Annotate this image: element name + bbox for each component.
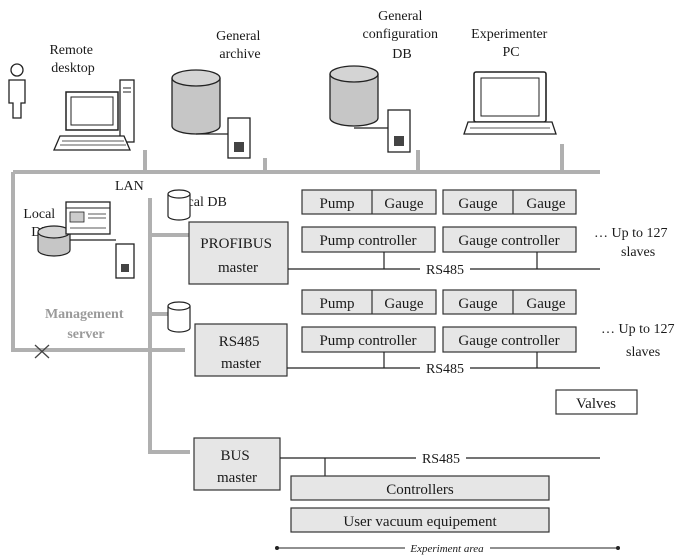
profibus-master-box: PROFIBUS master xyxy=(188,221,289,285)
rs485-label-1: RS485 xyxy=(426,263,464,278)
gauge-controller-box-1: Gauge controller xyxy=(442,226,577,253)
slaves-note-1: … Up to 127 slaves xyxy=(594,226,671,260)
svg-text:Pump controller: Pump controller xyxy=(319,233,416,249)
svg-text:Gauge: Gauge xyxy=(458,196,497,212)
svg-text:Valves: Valves xyxy=(576,396,616,412)
controllers-box: Controllers xyxy=(290,475,550,501)
pump-controller-box-1: Pump controller xyxy=(301,226,436,253)
config-server-icon xyxy=(354,109,411,153)
rs485-bus-1: RS485 xyxy=(288,252,600,278)
svg-text:Gauge: Gauge xyxy=(526,196,565,212)
desktop-computer-icon xyxy=(53,79,135,151)
svg-text:Gauge controller: Gauge controller xyxy=(458,333,559,349)
svg-text:RS485 master: RS485 master xyxy=(219,334,264,372)
archive-server-icon xyxy=(196,117,251,159)
rs485-label-2: RS485 xyxy=(426,362,464,377)
gauge-gauge-group-1: Gauge Gauge xyxy=(442,189,577,215)
local-db-left-icon xyxy=(37,225,71,257)
remote-desktop-label: Remote desktop xyxy=(49,43,96,76)
local-db-rs485-icon xyxy=(167,301,191,333)
gauge-controller-box-2: Gauge controller xyxy=(442,326,577,353)
person-icon xyxy=(8,63,26,119)
disconnect-mark-icon xyxy=(34,344,50,359)
pump-gauge-group-2: Pump Gauge xyxy=(301,289,437,315)
experiment-area-span: Experiment area xyxy=(275,543,620,555)
general-config-label: General configuration DB xyxy=(363,9,442,62)
svg-text:Gauge: Gauge xyxy=(458,296,497,312)
svg-text:Gauge: Gauge xyxy=(384,296,423,312)
management-window-icon xyxy=(65,201,116,241)
user-vacuum-box: User vacuum equipement xyxy=(290,507,550,533)
rs485-label-3: RS485 xyxy=(422,452,460,467)
experiment-area-label: Experiment area xyxy=(409,543,484,555)
svg-text:PROFIBUS master: PROFIBUS master xyxy=(200,236,275,276)
svg-text:User vacuum equipement: User vacuum equipement xyxy=(343,514,497,530)
gauge-gauge-group-2: Gauge Gauge xyxy=(442,289,577,315)
rs485-bus-3: RS485 xyxy=(280,452,600,476)
management-server-icon xyxy=(115,243,135,279)
experimenter-pc-label: Experimenter PC xyxy=(471,27,551,60)
svg-text:Pump: Pump xyxy=(319,296,354,312)
pump-controller-box-2: Pump controller xyxy=(301,326,436,353)
svg-text:BUS master: BUS master xyxy=(217,448,257,486)
rs485-bus-2: RS485 xyxy=(287,352,600,377)
slaves-note-2: … Up to 127 slaves xyxy=(601,322,678,360)
general-archive-label: General archive xyxy=(216,29,264,62)
svg-text:Gauge controller: Gauge controller xyxy=(458,233,559,249)
local-db-profibus-icon xyxy=(167,189,191,221)
config-database-icon xyxy=(329,65,379,127)
svg-text:Pump controller: Pump controller xyxy=(319,333,416,349)
bus-master-box: BUS master xyxy=(193,437,281,491)
rs485-master-box: RS485 master xyxy=(194,323,288,377)
svg-text:Gauge: Gauge xyxy=(526,296,565,312)
pump-gauge-group-1: Pump Gauge xyxy=(301,189,437,215)
lan-label: LAN xyxy=(115,179,144,194)
archive-database-icon xyxy=(171,69,221,135)
management-server-label: Management server xyxy=(45,307,127,342)
svg-text:Gauge: Gauge xyxy=(384,196,423,212)
lan-network xyxy=(11,144,600,454)
svg-text:Controllers: Controllers xyxy=(386,482,454,498)
laptop-icon xyxy=(463,71,557,135)
svg-text:Pump: Pump xyxy=(319,196,354,212)
valves-box: Valves xyxy=(555,389,638,415)
